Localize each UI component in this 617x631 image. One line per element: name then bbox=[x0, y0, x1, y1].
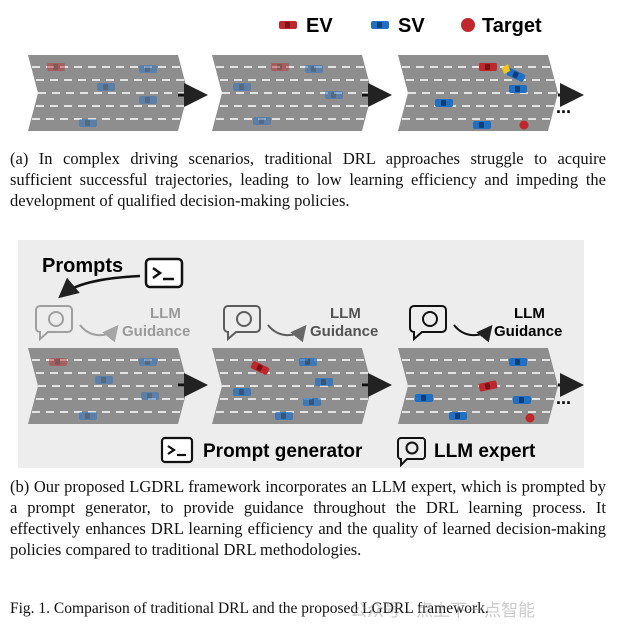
llm-expert-legend: LLM expert bbox=[397, 437, 536, 468]
prompts-label: Prompts bbox=[42, 255, 123, 277]
caption-b: (b) Our proposed LGDRL framework incorpo… bbox=[10, 477, 606, 559]
llm-guidance-2: LLM Guidance bbox=[223, 305, 378, 343]
llm-label: LLM bbox=[514, 305, 545, 322]
sv-legend-icon bbox=[371, 21, 389, 29]
chat-bot-icon bbox=[223, 305, 261, 342]
sv-legend-label: SV bbox=[398, 15, 425, 37]
road-b1 bbox=[27, 347, 189, 425]
watermark: 公众号 · 点上下一点智能 bbox=[350, 601, 536, 620]
guidance-label: Guidance bbox=[494, 323, 562, 340]
target-legend-label: Target bbox=[482, 15, 542, 37]
caption-a: (a) In complex driving scenarios, tradit… bbox=[10, 149, 606, 210]
figure-caption: Fig. 1. Comparison of traditional DRL an… bbox=[10, 600, 489, 617]
target-legend-icon bbox=[461, 18, 475, 32]
chat-bot-icon bbox=[35, 305, 73, 342]
road-b2 bbox=[211, 347, 373, 425]
chat-bot-icon bbox=[397, 437, 426, 468]
prompt-generator-legend: Prompt generator bbox=[160, 436, 363, 464]
legend: EV SV Target bbox=[279, 15, 542, 37]
llm-guidance-3: LLM Guidance bbox=[409, 305, 562, 343]
guidance-label: Guidance bbox=[122, 323, 190, 340]
terminal-icon bbox=[144, 257, 184, 289]
llm-guidance-1: LLM Guidance bbox=[35, 305, 190, 343]
chat-bot-icon bbox=[409, 305, 447, 342]
panel-b: Prompts LLM Guidance LLM Guidance bbox=[18, 240, 584, 468]
road-a3 bbox=[397, 54, 559, 132]
ellipsis: ... bbox=[556, 388, 571, 408]
road-a1 bbox=[27, 54, 189, 132]
prompt-arrow bbox=[58, 274, 141, 299]
llm-expert-label: LLM expert bbox=[434, 441, 536, 462]
panel-a: ... bbox=[27, 54, 584, 132]
llm-label: LLM bbox=[330, 305, 361, 322]
guidance-label: Guidance bbox=[310, 323, 378, 340]
llm-label: LLM bbox=[150, 305, 181, 322]
prompt-generator-label: Prompt generator bbox=[203, 441, 363, 462]
ellipsis: ... bbox=[556, 97, 571, 117]
terminal-icon bbox=[160, 436, 194, 464]
ev-legend-icon bbox=[279, 21, 297, 29]
road-a2 bbox=[211, 54, 373, 132]
ev-legend-label: EV bbox=[306, 15, 333, 37]
road-b3 bbox=[397, 347, 559, 425]
